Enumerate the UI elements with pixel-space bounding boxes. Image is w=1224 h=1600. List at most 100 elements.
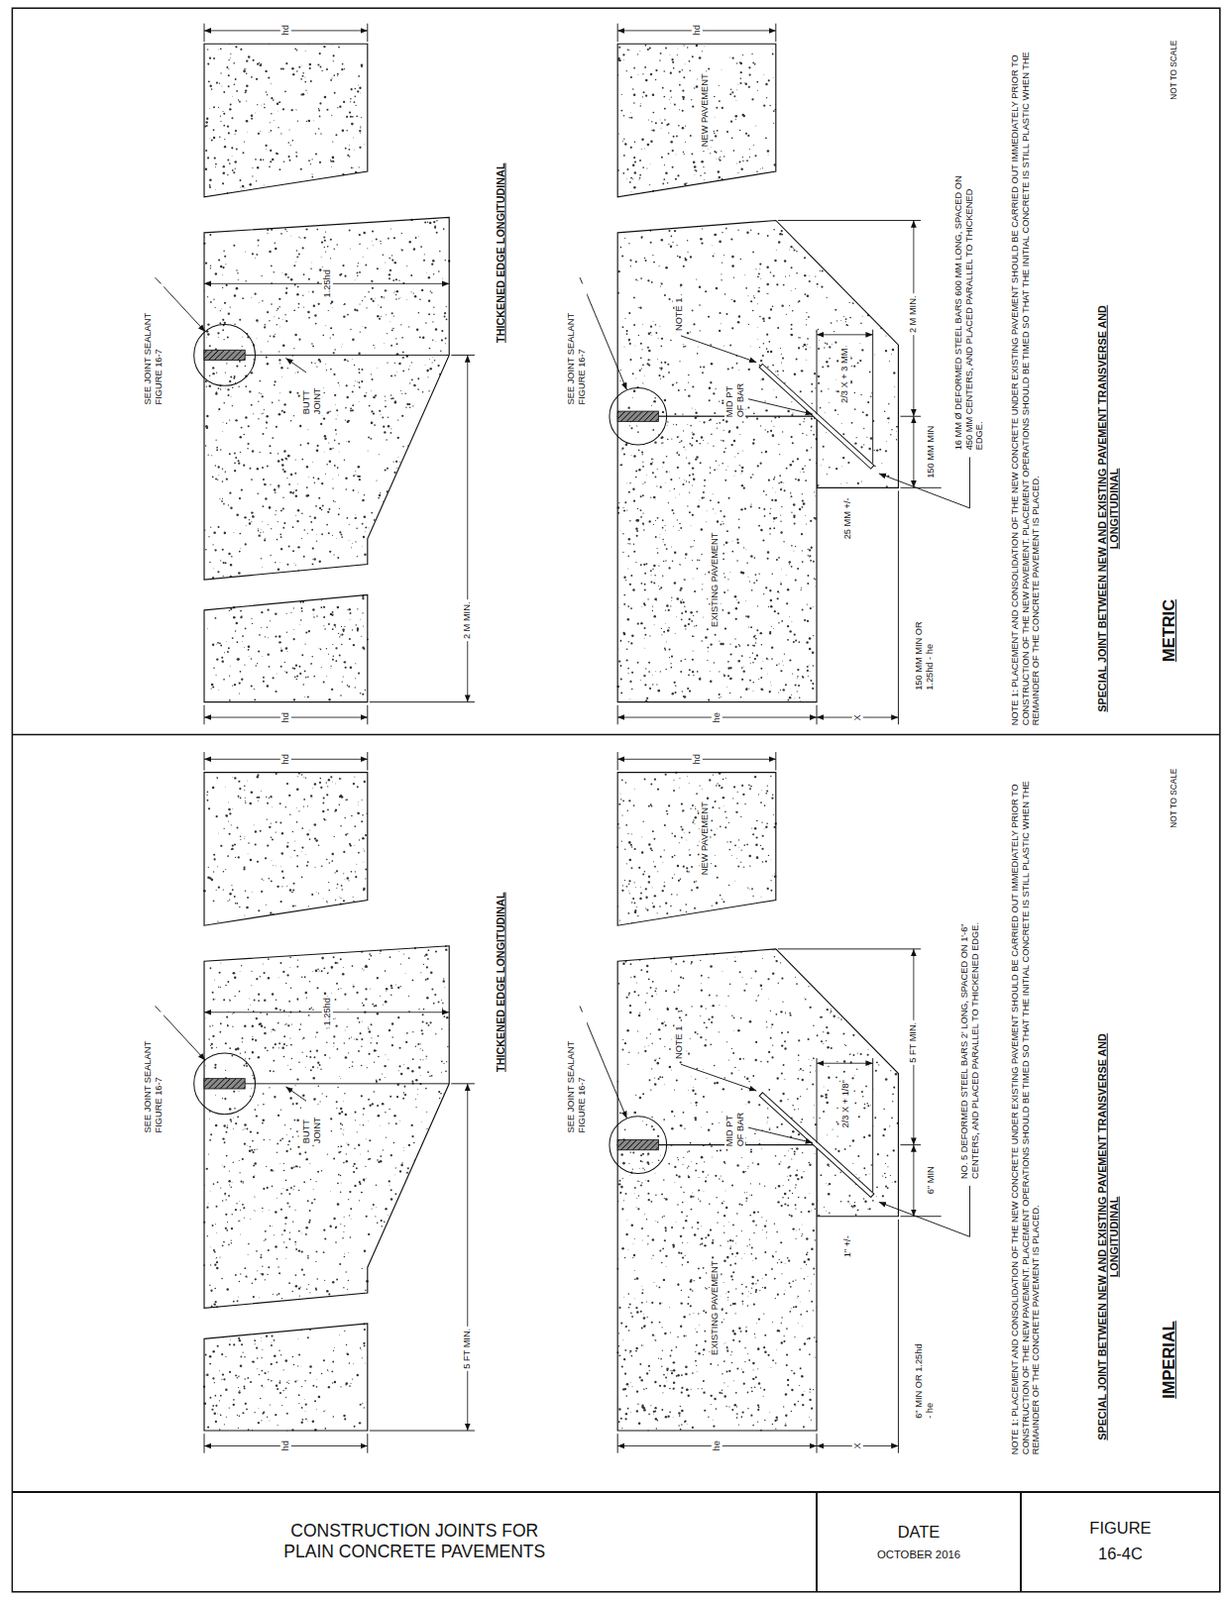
aggregate-dot: [238, 692, 240, 694]
aggregate-dot: [888, 417, 891, 420]
aggregate-dot: [661, 337, 664, 340]
aggregate-dot: [222, 112, 225, 115]
aggregate-dot: [239, 548, 241, 550]
aggregate-dot: [206, 116, 209, 119]
aggregate-dot: [721, 107, 724, 110]
aggregate-dot: [349, 98, 352, 101]
aggregate-dot: [757, 275, 760, 278]
aggregate-dot: [257, 401, 259, 403]
aggregate-dot: [228, 419, 230, 421]
aggregate-dot: [207, 296, 209, 298]
aggregate-dot: [641, 138, 645, 142]
aggregate-dot: [289, 159, 292, 162]
aggregate-dot: [260, 611, 263, 614]
aggregate-dot: [228, 380, 231, 383]
aggregate-dot: [287, 155, 290, 158]
aggregate-dot: [704, 290, 707, 293]
aggregate-dot: [246, 447, 248, 449]
aggregate-dot: [323, 625, 325, 627]
aggregate-dot: [220, 115, 222, 117]
aggregate-dot: [720, 279, 722, 281]
aggregate-dot: [655, 69, 658, 72]
aggregate-dot: [212, 475, 215, 478]
aggregate-dot: [633, 156, 636, 159]
aggregate-dot: [242, 463, 245, 466]
aggregate-dot: [234, 160, 237, 163]
aggregate-dot: [315, 505, 318, 508]
aggregate-dot: [702, 150, 704, 152]
aggregate-dot: [282, 343, 286, 347]
aggregate-dot: [687, 394, 690, 397]
aggregate-dot: [293, 607, 295, 609]
aggregate-dot: [213, 667, 216, 669]
aggregate-dot: [433, 273, 435, 275]
aggregate-dot: [207, 156, 210, 159]
aggregate-dot: [250, 511, 253, 514]
aggregate-dot: [822, 458, 824, 460]
aggregate-dot: [413, 384, 416, 387]
aggregate-dot: [235, 287, 239, 291]
aggregate-dot: [321, 509, 324, 512]
aggregate-dot: [714, 134, 717, 137]
aggregate-dot: [363, 494, 365, 496]
aggregate-dot: [232, 377, 235, 380]
aggregate-dot: [230, 116, 233, 119]
aggregate-dot: [346, 359, 348, 361]
aggregate-dot: [265, 356, 268, 359]
aggregate-dot: [244, 250, 246, 252]
aggregate-dot: [278, 306, 280, 308]
aggregate-dot: [268, 506, 272, 510]
aggregate-dot: [232, 532, 234, 534]
aggregate-dot: [358, 401, 360, 403]
aggregate-dot: [337, 46, 340, 49]
aggregate-dot: [268, 445, 271, 447]
aggregate-dot: [378, 494, 382, 498]
aggregate-dot: [761, 388, 764, 391]
aggregate-dot: [672, 67, 675, 70]
aggregate-dot: [805, 359, 807, 361]
aggregate-dot: [247, 55, 250, 58]
aggregate-dot: [323, 387, 325, 389]
aggregate-dot: [364, 296, 366, 298]
aggregate-dot: [261, 300, 263, 302]
aggregate-dot: [699, 330, 701, 332]
aggregate-dot: [316, 534, 318, 536]
aggregate-dot: [207, 282, 209, 284]
aggregate-dot: [344, 407, 347, 410]
aggregate-dot: [293, 698, 296, 701]
aggregate-dot: [746, 159, 749, 162]
aggregate-dot: [359, 619, 361, 621]
aggregate-dot: [300, 444, 303, 446]
aggregate-dot: [330, 327, 333, 330]
aggregate-dot: [300, 237, 302, 239]
aggregate-dot: [841, 423, 843, 425]
aggregate-dot: [389, 269, 392, 272]
aggregate-dot: [409, 406, 412, 409]
aggregate-dot: [382, 253, 385, 256]
aggregate-dot: [400, 248, 402, 250]
aggregate-dot: [261, 521, 263, 523]
aggregate-dot: [324, 246, 326, 248]
aggregate-dot: [281, 376, 283, 378]
aggregate-dot: [737, 172, 739, 174]
aggregate-dot: [330, 160, 333, 163]
aggregate-dot: [686, 332, 689, 334]
aggregate-dot: [638, 334, 640, 336]
aggregate-dot: [216, 674, 218, 676]
aggregate-dot: [732, 57, 735, 60]
aggregate-dot: [215, 272, 218, 275]
aggregate-dot: [740, 62, 743, 65]
aggregate-dot: [282, 527, 285, 530]
aggregate-dot: [296, 520, 299, 523]
aggregate-dot: [768, 340, 771, 343]
aggregate-dot: [703, 172, 706, 175]
aggregate-dot: [397, 437, 400, 440]
aggregate-dot: [216, 81, 219, 84]
aggregate-dot: [362, 536, 365, 539]
aggregate-dot: [332, 487, 334, 489]
aggregate-dot: [337, 633, 339, 635]
aggregate-dot: [859, 342, 861, 344]
aggregate-dot: [304, 670, 307, 673]
aggregate-dot: [770, 350, 773, 353]
aggregate-dot: [222, 480, 224, 483]
